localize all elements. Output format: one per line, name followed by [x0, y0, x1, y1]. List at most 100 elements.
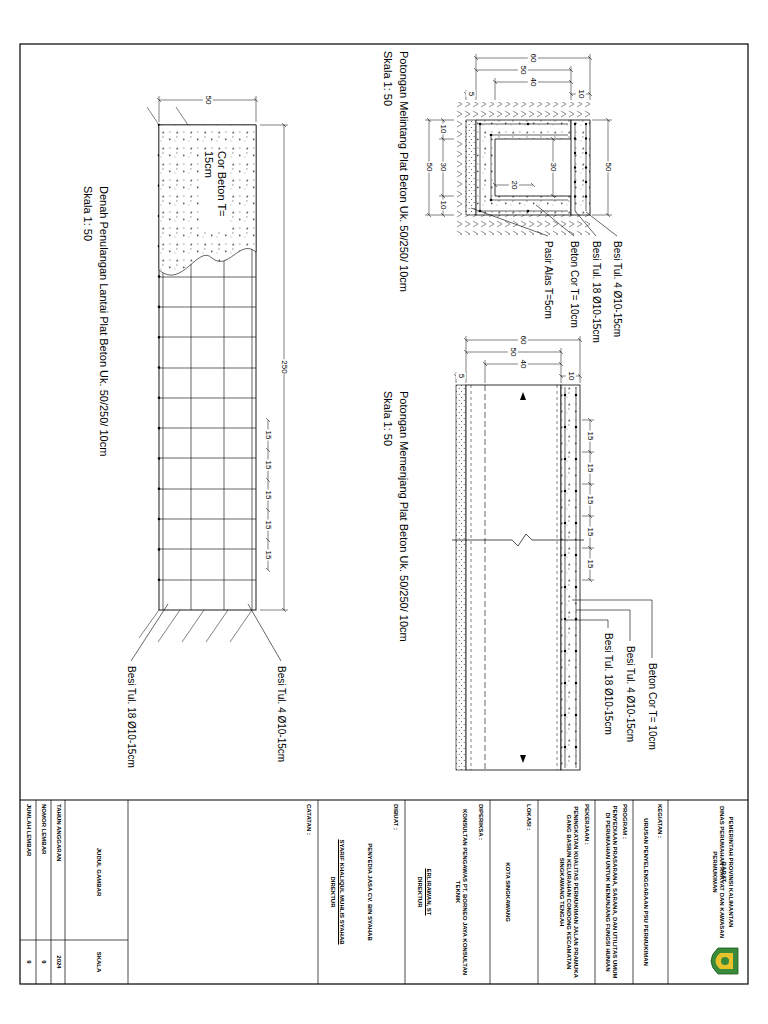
- label-anchor: DIPERIKSA :: [477, 804, 484, 980]
- area-note: Cor Beton T= 15cm: [202, 150, 228, 230]
- dimension-lines: [157, 96, 288, 612]
- title-block-text: KONSULTAN PENGAWAS PT. BORNEO JAYA KONSU…: [454, 804, 468, 980]
- label-anchor: ERLIRAWAN, ST: [425, 804, 432, 980]
- label-anchor: 60: [518, 335, 528, 346]
- label-anchor: PENINGKATAN KUALITAS PERMUKIMAN JALAN PR…: [557, 804, 579, 980]
- title-block-text: NOMOR LEMBAR: [40, 804, 47, 940]
- label-anchor: 50: [518, 65, 528, 76]
- label-anchor: 15: [263, 460, 273, 471]
- label-anchor: 250: [279, 359, 289, 374]
- label-anchor: URUSAN PENYELENGGARAAN PSU PERMUKIMAN: [642, 804, 649, 980]
- title-block-text: CATATAN :: [305, 804, 312, 980]
- dimension-value: 50: [518, 65, 528, 76]
- leader-lines: [131, 604, 281, 661]
- label-anchor: 40: [528, 77, 538, 88]
- cross-section: [456, 120, 466, 215]
- dimension-value: 50: [203, 95, 213, 106]
- label-anchor: 15: [585, 559, 595, 570]
- label-anchor: 60: [528, 53, 538, 64]
- longitudinal-section: [564, 395, 566, 765]
- title-block-text: SYARIF KHALIQUL MUHLIS SYAHAB: [338, 804, 345, 980]
- slab-plan: [159, 125, 256, 275]
- label-anchor: 10: [438, 124, 448, 135]
- longitudinal-section: [452, 534, 584, 546]
- title-block-text: DIBUAT :: [392, 804, 399, 980]
- dimension-lines: [425, 120, 454, 215]
- agency-logo: [716, 953, 734, 969]
- cross-section: [456, 102, 590, 120]
- dimension-value: 15: [585, 527, 595, 538]
- title-block-text: 2024: [55, 940, 62, 984]
- label-anchor: KEGIATAN :: [656, 804, 663, 980]
- label-anchor: 15: [263, 550, 273, 561]
- label-anchor: 30: [438, 162, 448, 173]
- cross-section: [476, 120, 571, 215]
- dimension-value: 15: [585, 463, 595, 474]
- label-anchor: DIREKTUR: [329, 804, 336, 980]
- scale-note: Skala 1: 50: [381, 50, 394, 107]
- label-anchor: Beton Cor T= 10cm: [646, 662, 658, 751]
- longitudinal-section: [456, 385, 466, 770]
- label-anchor: 10: [438, 200, 448, 211]
- longitudinal-section: [452, 385, 584, 770]
- dimension-value: 15: [263, 520, 273, 531]
- dimension-value: 15: [585, 495, 595, 506]
- cross-section: [480, 124, 568, 211]
- longitudinal-section: [557, 385, 558, 770]
- leader-lines: [471, 205, 617, 236]
- label-anchor: TAHUN ANGGARAN: [55, 804, 62, 940]
- dimension-value: 10: [438, 200, 448, 211]
- sheet-frame: [424, 818, 425, 966]
- title-block-text: DIREKTUR: [416, 804, 423, 980]
- label-anchor: 20: [509, 180, 519, 191]
- longitudinal-section: [565, 387, 576, 768]
- label-anchor: PEKERJAAN :: [583, 804, 590, 980]
- label-anchor: SKALA: [95, 940, 102, 984]
- title-block-text: PROGRAM :: [621, 804, 628, 980]
- label-anchor: 15: [263, 430, 273, 441]
- slab-plan: [159, 125, 256, 610]
- callout-text: Besi Tul. 18 Ø10-15cm: [602, 632, 614, 736]
- callout-text: Pasir Alas T=5cm: [542, 240, 554, 320]
- scale-note: Skala 1: 50: [381, 390, 394, 447]
- label-anchor: Besi Tul. 4 Ø10-15cm: [275, 665, 287, 763]
- label-anchor: 5: [466, 91, 476, 97]
- slab-plan: [139, 107, 256, 642]
- label-anchor: 5: [456, 373, 466, 379]
- sheet-frame: [20, 44, 748, 984]
- scale-note: Skala 1: 50: [81, 185, 94, 242]
- title-block-text: JUDUL GAMBAR: [95, 804, 102, 940]
- view-title: Denah Penulangan Lantai Plat Beton Uk. 5…: [97, 185, 110, 457]
- cross-section: [585, 124, 587, 211]
- label-anchor: Besi Tul. 4 Ø10-15cm: [624, 645, 636, 743]
- agency-logo: [721, 957, 729, 965]
- label-anchor: NOMOR LEMBAR: [40, 804, 47, 940]
- dimension-lines: [260, 123, 288, 612]
- label-anchor: 30: [548, 162, 558, 173]
- label-anchor: Potongan Memenjang Plat Beton Uk. 50/250…: [397, 390, 410, 643]
- callout-text: Besi Tul. 4 Ø10-15cm: [275, 665, 287, 763]
- title-block-text: TAHUN ANGGARAN: [55, 804, 62, 940]
- dimension-lines: [425, 54, 612, 217]
- dimension-value: 15: [585, 559, 595, 570]
- label-anchor: Besi Tul. 18 Ø10-15cm: [125, 665, 137, 769]
- dimension-lines: [454, 336, 594, 582]
- title-block-text: LOKASI :: [525, 804, 532, 980]
- label-anchor: 10: [576, 89, 586, 100]
- label-anchor: DIREKTUR: [416, 804, 423, 980]
- label-anchor: Skala 1: 50: [81, 185, 94, 242]
- label-anchor: 50: [508, 347, 518, 358]
- dimension-value: 50: [508, 347, 518, 358]
- cross-section: [456, 215, 590, 235]
- cross-section: [490, 199, 493, 202]
- dimension-value: 10: [438, 124, 448, 135]
- label-anchor: Skala 1: 50: [381, 390, 394, 447]
- title-block-text: KOTA SINGKAWANG: [504, 804, 511, 980]
- slab-plan: [139, 107, 252, 642]
- dimension-value: 15: [263, 460, 273, 471]
- label-anchor: 15: [263, 490, 273, 501]
- view-title: Potongan Memenjang Plat Beton Uk. 50/250…: [397, 390, 410, 643]
- dimension-value: 5: [466, 91, 476, 97]
- cross-section: [574, 124, 576, 211]
